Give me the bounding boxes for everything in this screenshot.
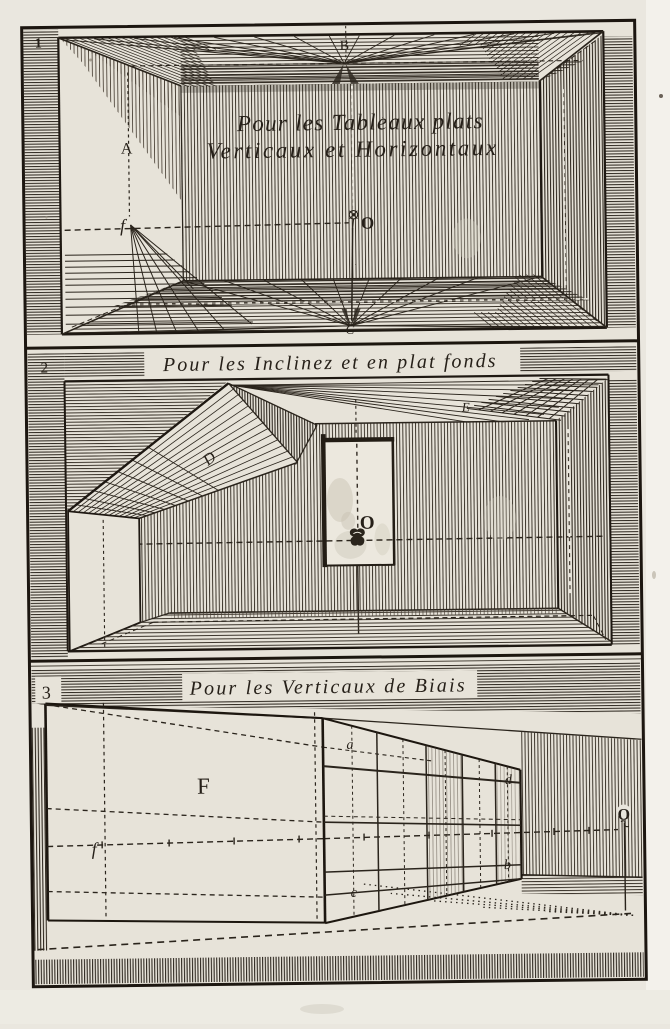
svg-text:d: d	[505, 773, 513, 788]
svg-text:c: c	[351, 886, 358, 901]
svg-text:Verticaux et Horizontaux: Verticaux et Horizontaux	[206, 135, 499, 164]
svg-text:O: O	[361, 214, 374, 233]
svg-text:1: 1	[35, 37, 42, 52]
svg-text:Pour les Inclinez et en plat f: Pour les Inclinez et en plat fonds	[162, 350, 498, 376]
svg-text:C: C	[345, 322, 354, 337]
svg-text:b: b	[504, 858, 511, 873]
svg-text:A: A	[121, 140, 133, 157]
svg-text:a: a	[346, 738, 353, 753]
svg-text:Pour les Tableaux plats: Pour les Tableaux plats	[236, 108, 484, 136]
svg-text:F: F	[197, 774, 210, 799]
svg-text:2: 2	[40, 360, 48, 376]
svg-text:E: E	[461, 399, 470, 414]
svg-text:B: B	[340, 39, 350, 54]
svg-text:Pour les Verticaux de Biais: Pour les Verticaux de Biais	[189, 674, 467, 699]
svg-text:3: 3	[42, 682, 51, 702]
